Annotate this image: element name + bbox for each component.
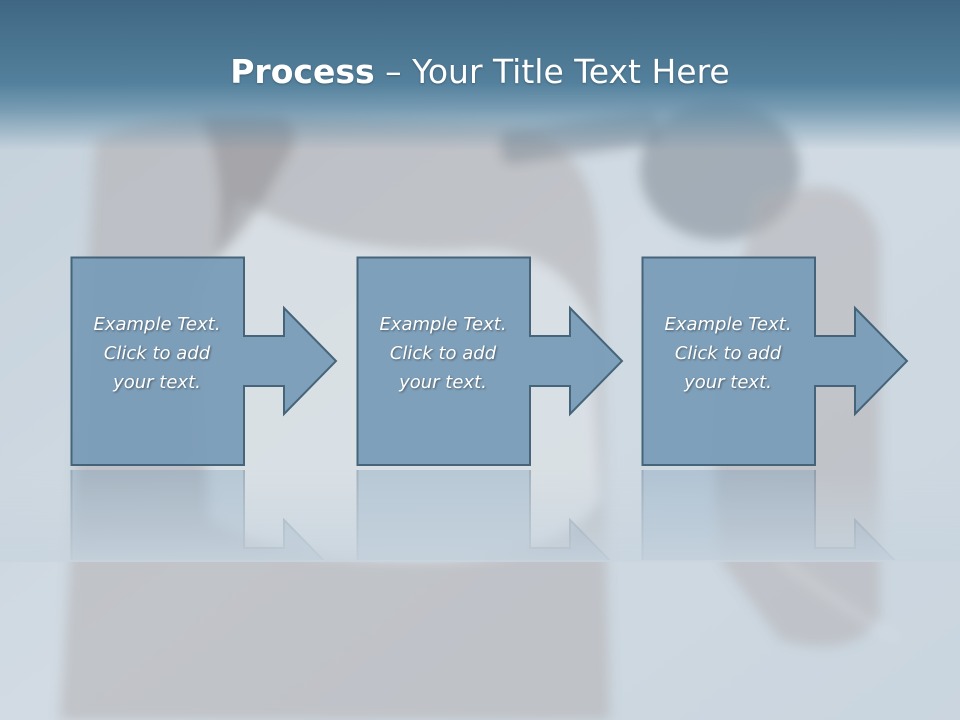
step-line: Example Text.	[93, 314, 221, 335]
step-line: Click to add	[389, 343, 497, 364]
slide-title[interactable]: Process – Your Title Text Here	[0, 52, 960, 91]
step-line: Example Text.	[664, 314, 792, 335]
arrow-shape-2	[356, 256, 624, 466]
process-step-1[interactable]: Example Text. Click to add your text.	[70, 256, 360, 468]
step-line: your text.	[113, 372, 201, 393]
step-line: your text.	[399, 372, 487, 393]
arrow-shape-1	[70, 256, 338, 466]
process-step-3[interactable]: Example Text. Click to add your text.	[641, 256, 931, 468]
title-bar	[0, 0, 960, 150]
arrow-shape-3	[641, 256, 909, 466]
step-text-3[interactable]: Example Text. Click to add your text.	[643, 310, 813, 397]
step-line: Example Text.	[379, 314, 507, 335]
step-text-2[interactable]: Example Text. Click to add your text.	[358, 310, 528, 397]
title-rest: – Your Title Text Here	[374, 52, 730, 91]
title-bold: Process	[230, 52, 375, 91]
step-text-1[interactable]: Example Text. Click to add your text.	[72, 310, 242, 397]
reflection-fade	[0, 470, 960, 562]
process-step-2[interactable]: Example Text. Click to add your text.	[356, 256, 646, 468]
step-line: your text.	[684, 372, 772, 393]
step-line: Click to add	[103, 343, 211, 364]
step-line: Click to add	[674, 343, 782, 364]
